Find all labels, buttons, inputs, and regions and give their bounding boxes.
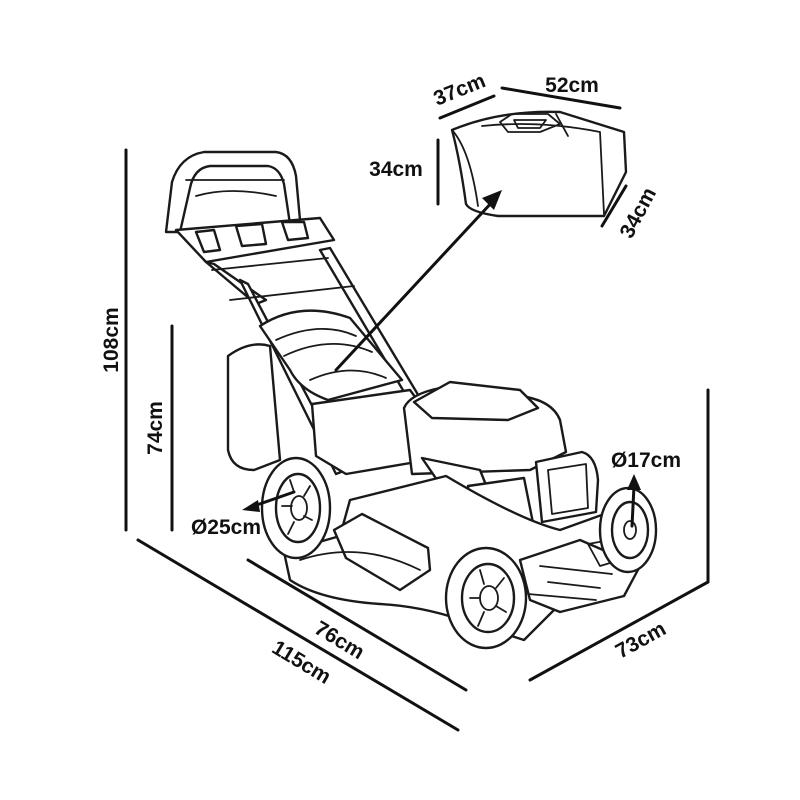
- bag-depth-line: [438, 94, 496, 120]
- rear-wheel: [260, 456, 332, 560]
- bag-length-line: [500, 86, 622, 110]
- bag-width-line: [600, 184, 628, 228]
- lawn-mower-illustration: [164, 150, 658, 650]
- rear-wheel-label: Ø25cm: [191, 516, 261, 539]
- bag-length-label: 52cm: [545, 74, 599, 97]
- dimension-lines: [124, 86, 710, 732]
- front-wheel-arrow-line: [630, 484, 636, 528]
- bag-depth-label: 37cm: [430, 69, 488, 110]
- width-line: [528, 580, 710, 682]
- front-wheel-right: [598, 486, 658, 574]
- grass-bag-illustration: [450, 110, 628, 218]
- total-length-line: [136, 538, 460, 732]
- rear-wheel-arrow-line: [252, 490, 296, 508]
- width-label: 73cm: [612, 617, 670, 663]
- front-wheel-left: [444, 546, 528, 650]
- rear-wheel-arrowhead: [242, 500, 260, 512]
- front-wheel-arrowhead: [627, 474, 641, 490]
- front-wheel-label: Ø17cm: [611, 449, 681, 472]
- total-height-label: 108cm: [100, 307, 123, 372]
- bag-pointer-line: [334, 198, 496, 372]
- bag-pointer-arrowhead: [482, 190, 502, 210]
- bag-height-label: 34cm: [369, 158, 423, 181]
- deck-length-label: 76cm: [310, 617, 368, 664]
- arrows: [242, 190, 641, 528]
- handle-height-label: 74cm: [144, 401, 167, 455]
- deck-length-line: [246, 558, 468, 692]
